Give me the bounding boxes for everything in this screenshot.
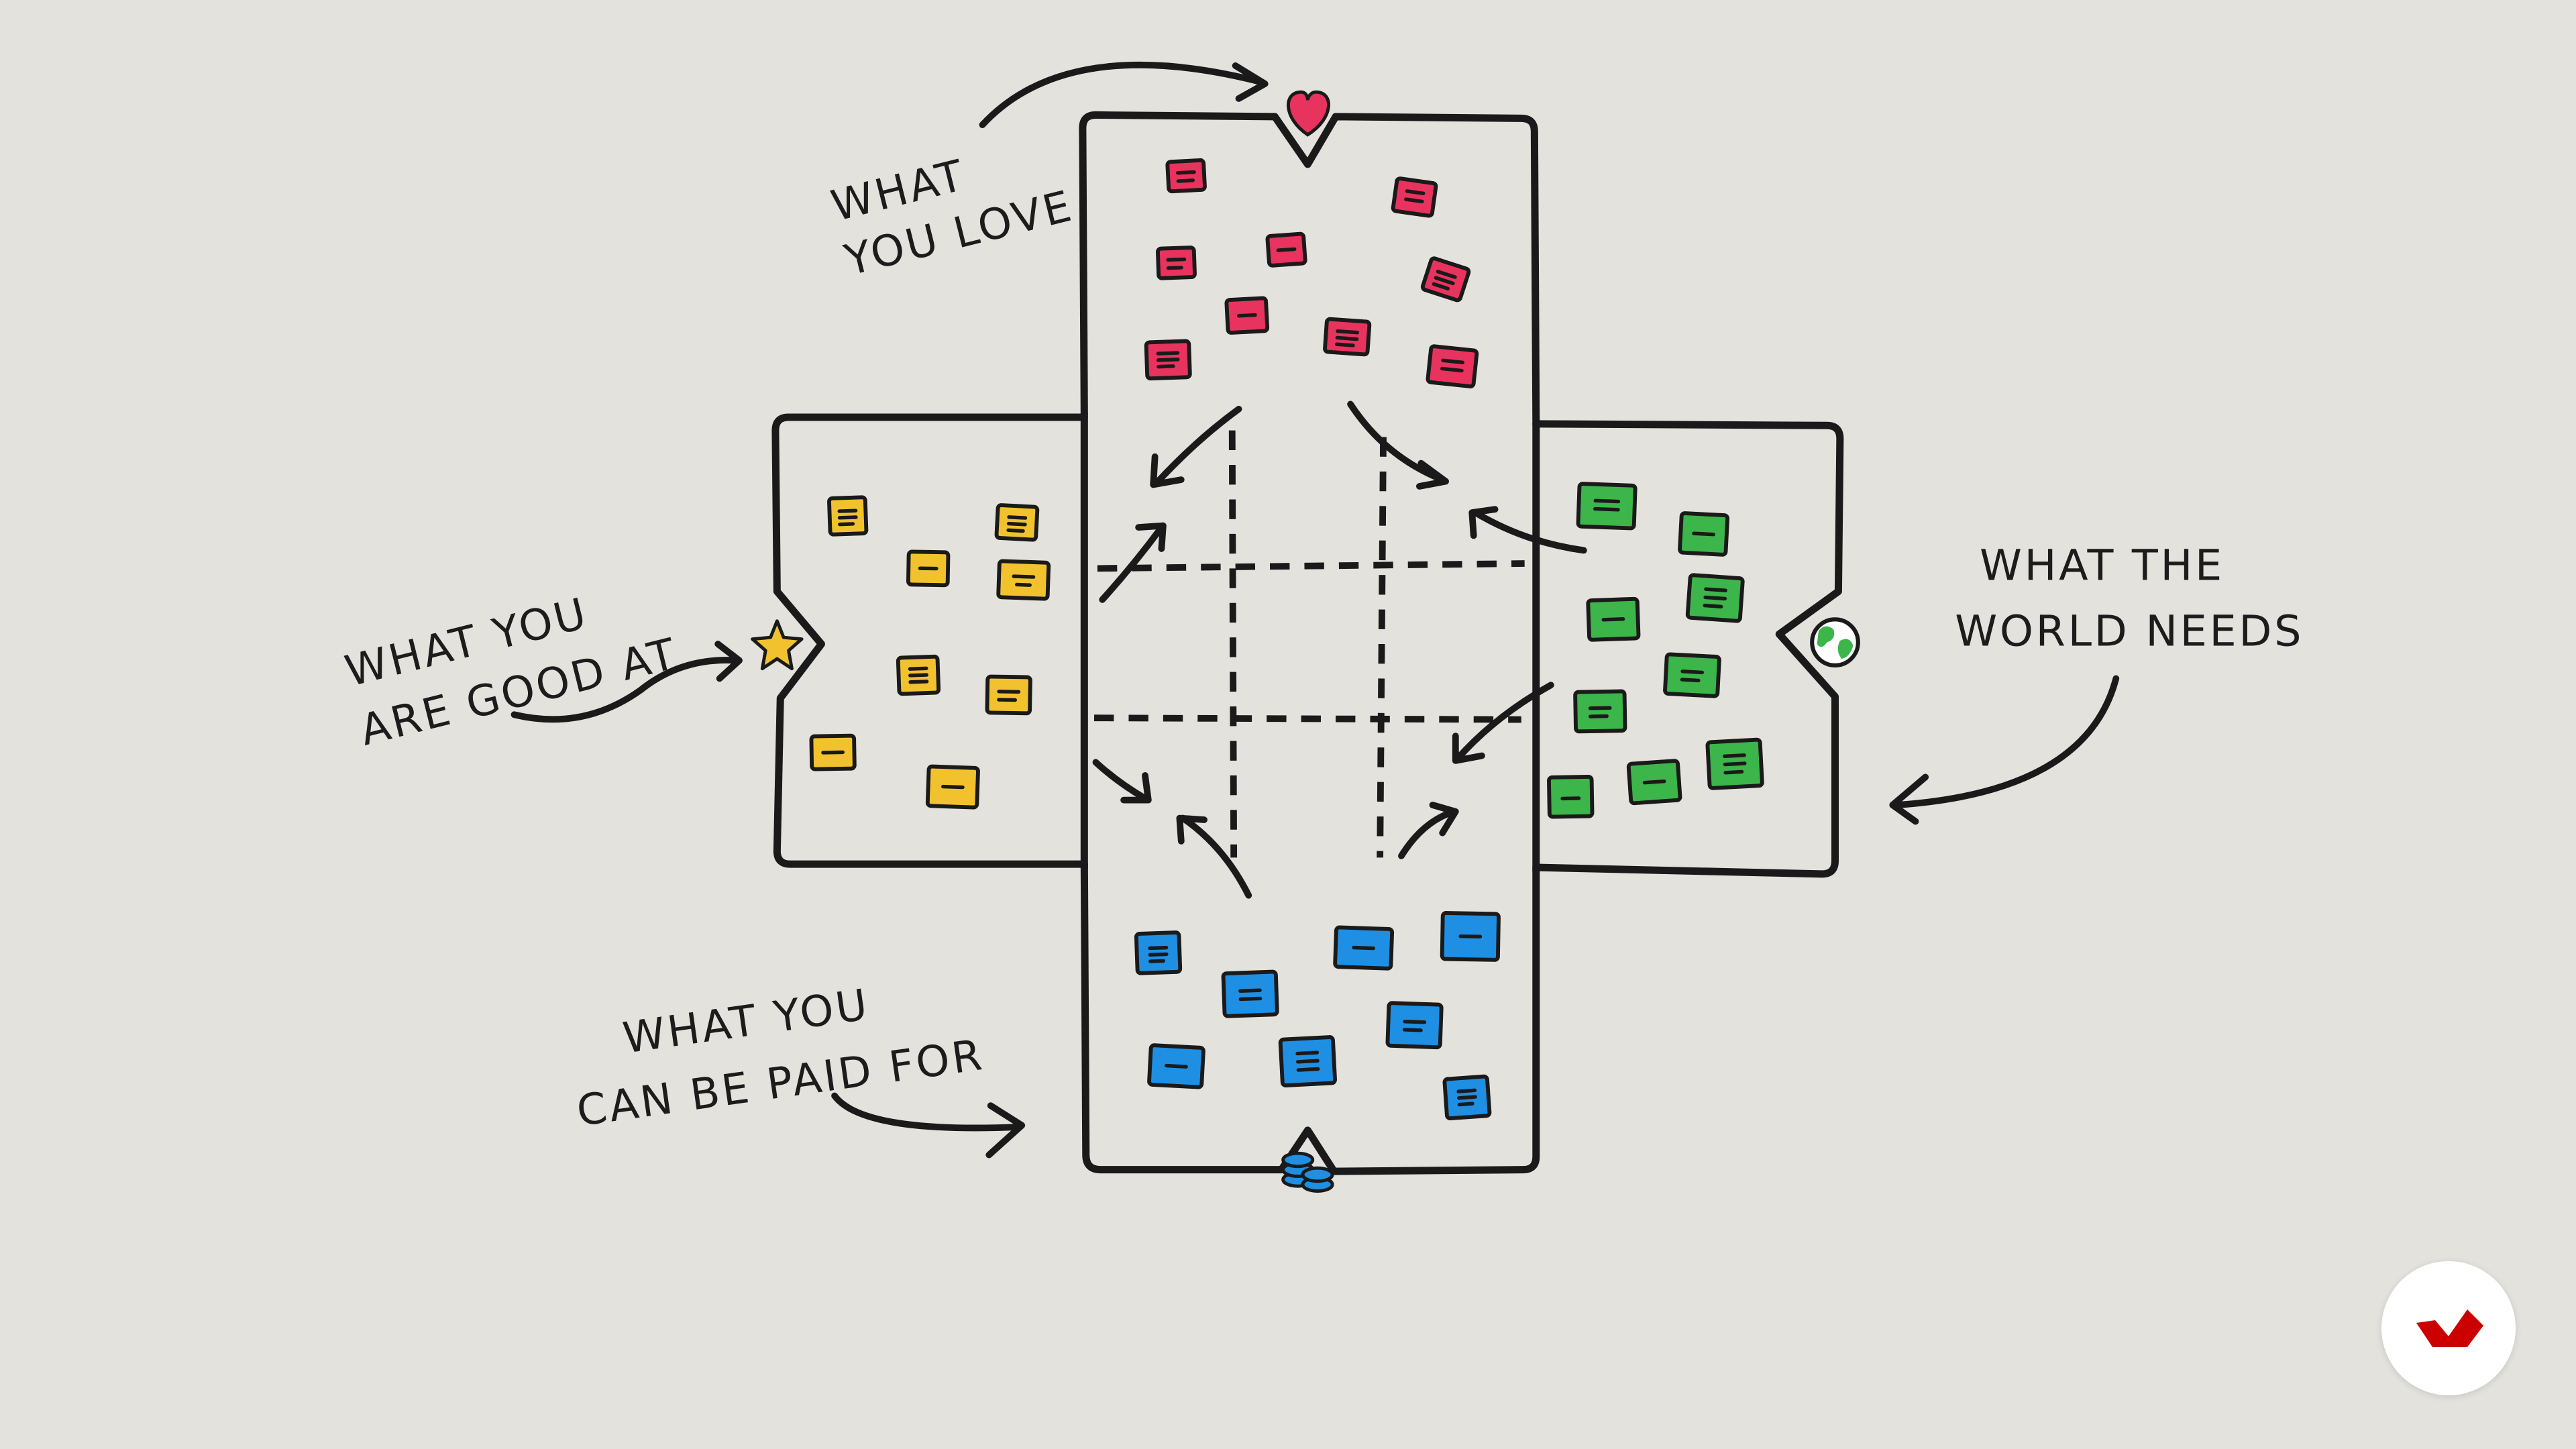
sticky-note [996,559,1051,601]
sticky-note [1385,1001,1444,1050]
sticky-note [1420,256,1471,303]
sticky-note [1705,737,1764,790]
sticky-note [1626,759,1682,806]
arrow-world-pointer [1889,675,2120,825]
right-section-outline [1532,420,1844,878]
star-icon [751,619,804,671]
bottom-section-outline [1080,860,1540,1175]
label-what-you-can-be-paid-for: WHAT YOU CAN BE PAID FOR [574,980,987,1136]
arrow-from-bottom-left [1176,814,1252,899]
arrow-from-bottom-right [1398,802,1459,859]
coins-icon [1281,1151,1334,1193]
world-needs-notes [1547,482,1764,819]
sticky-note [1426,344,1479,388]
sticky-note [1144,339,1192,381]
arrow-from-top-right [1347,400,1449,490]
arrow-from-top-left [1150,405,1242,488]
sticky-note [1576,482,1638,531]
sticky-note [1134,930,1183,975]
sticky-note [1586,596,1641,642]
sticky-note [827,495,869,537]
grid-line-v1 [1228,430,1238,858]
sticky-note [1224,296,1270,335]
brand-logo [2416,1309,2483,1347]
love-notes [1144,158,1479,388]
sticky-note [1333,925,1395,971]
heart-icon [1287,90,1330,137]
sticky-note [1323,317,1372,357]
center-dashed-grid [1094,430,1525,858]
arrow-from-right-bottom [1452,682,1554,764]
arrow-from-right-top [1468,506,1587,554]
center-arrows [1092,400,1587,899]
sticky-note [985,674,1032,716]
label-what-you-are-good-at: WHAT YOU ARE GOOD AT [341,588,683,755]
label-world-line-2: WORLD NEEDS [1955,606,2304,656]
arrow-good-at-pointer [511,641,743,723]
left-section-outline [771,413,1088,868]
sticky-note [1391,176,1438,218]
sticky-note [1147,1043,1205,1089]
grid-line-v2 [1377,437,1387,858]
sticky-note [925,764,980,810]
sticky-note [1442,1074,1492,1121]
sticky-note [1440,911,1501,962]
good-at-notes [809,495,1051,810]
sticky-note [896,654,941,696]
sticky-note [1685,573,1745,623]
sticky-note [809,733,857,771]
arrow-love-pointer [979,61,1269,129]
sticky-note [1547,774,1595,819]
sticky-note [1221,969,1279,1018]
sticky-note [994,503,1040,542]
brand-logo-badge[interactable] [2381,1261,2516,1395]
pointer-arrows [511,61,2120,1159]
sticky-note [1165,158,1207,194]
board-outline [771,111,1844,1175]
sticky-note [906,549,951,588]
sticky-note [1156,246,1197,280]
sticky-note [1678,511,1730,557]
sticky-note [1573,689,1627,734]
top-section-outline [1079,111,1540,428]
grid-line-h1 [1097,560,1525,572]
grid-line-h2 [1094,714,1521,723]
sticky-note [1278,1035,1338,1088]
globe-icon [1810,617,1860,667]
label-what-the-world-needs: WHAT THE WORLD NEEDS [1955,541,2304,656]
sticky-note [1265,231,1307,268]
sticky-note [1663,652,1721,698]
paid-for-notes [1134,911,1501,1121]
arrow-from-left-top [1099,522,1167,603]
label-what-you-love: WHAT YOU LOVE [826,150,1078,286]
arrow-paid-pointer [831,1092,1026,1159]
label-world-line-1: WHAT THE [1980,541,2224,590]
arrow-from-left-bottom [1092,759,1152,804]
